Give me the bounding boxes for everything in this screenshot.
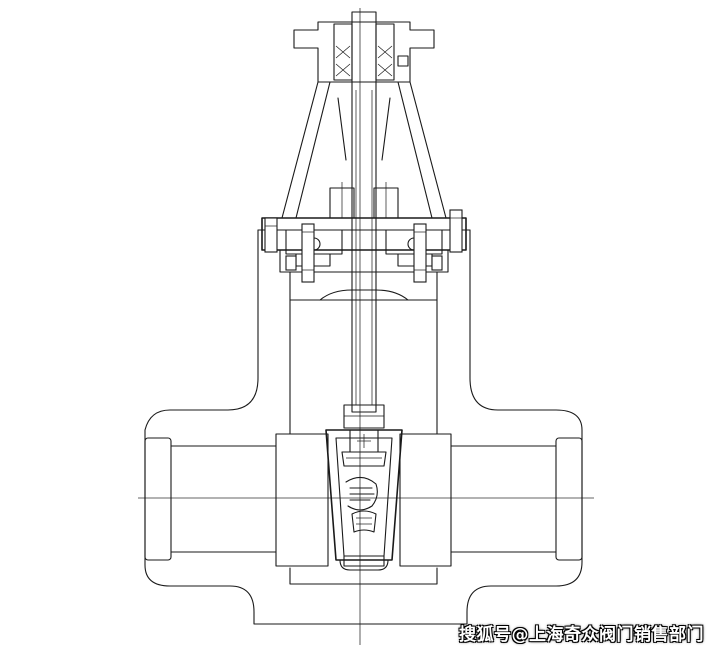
pipe-ports [144,433,583,567]
center-lines [138,8,594,645]
valve-body [144,229,583,625]
yoke [281,81,447,219]
bonnet-bolts [264,209,463,283]
yoke-top-flange [293,21,435,83]
wedge-gate [325,429,403,571]
watermark-text: 搜狐号@上海奇众阀门销售部门 [459,625,704,645]
valve-stem [343,11,385,429]
